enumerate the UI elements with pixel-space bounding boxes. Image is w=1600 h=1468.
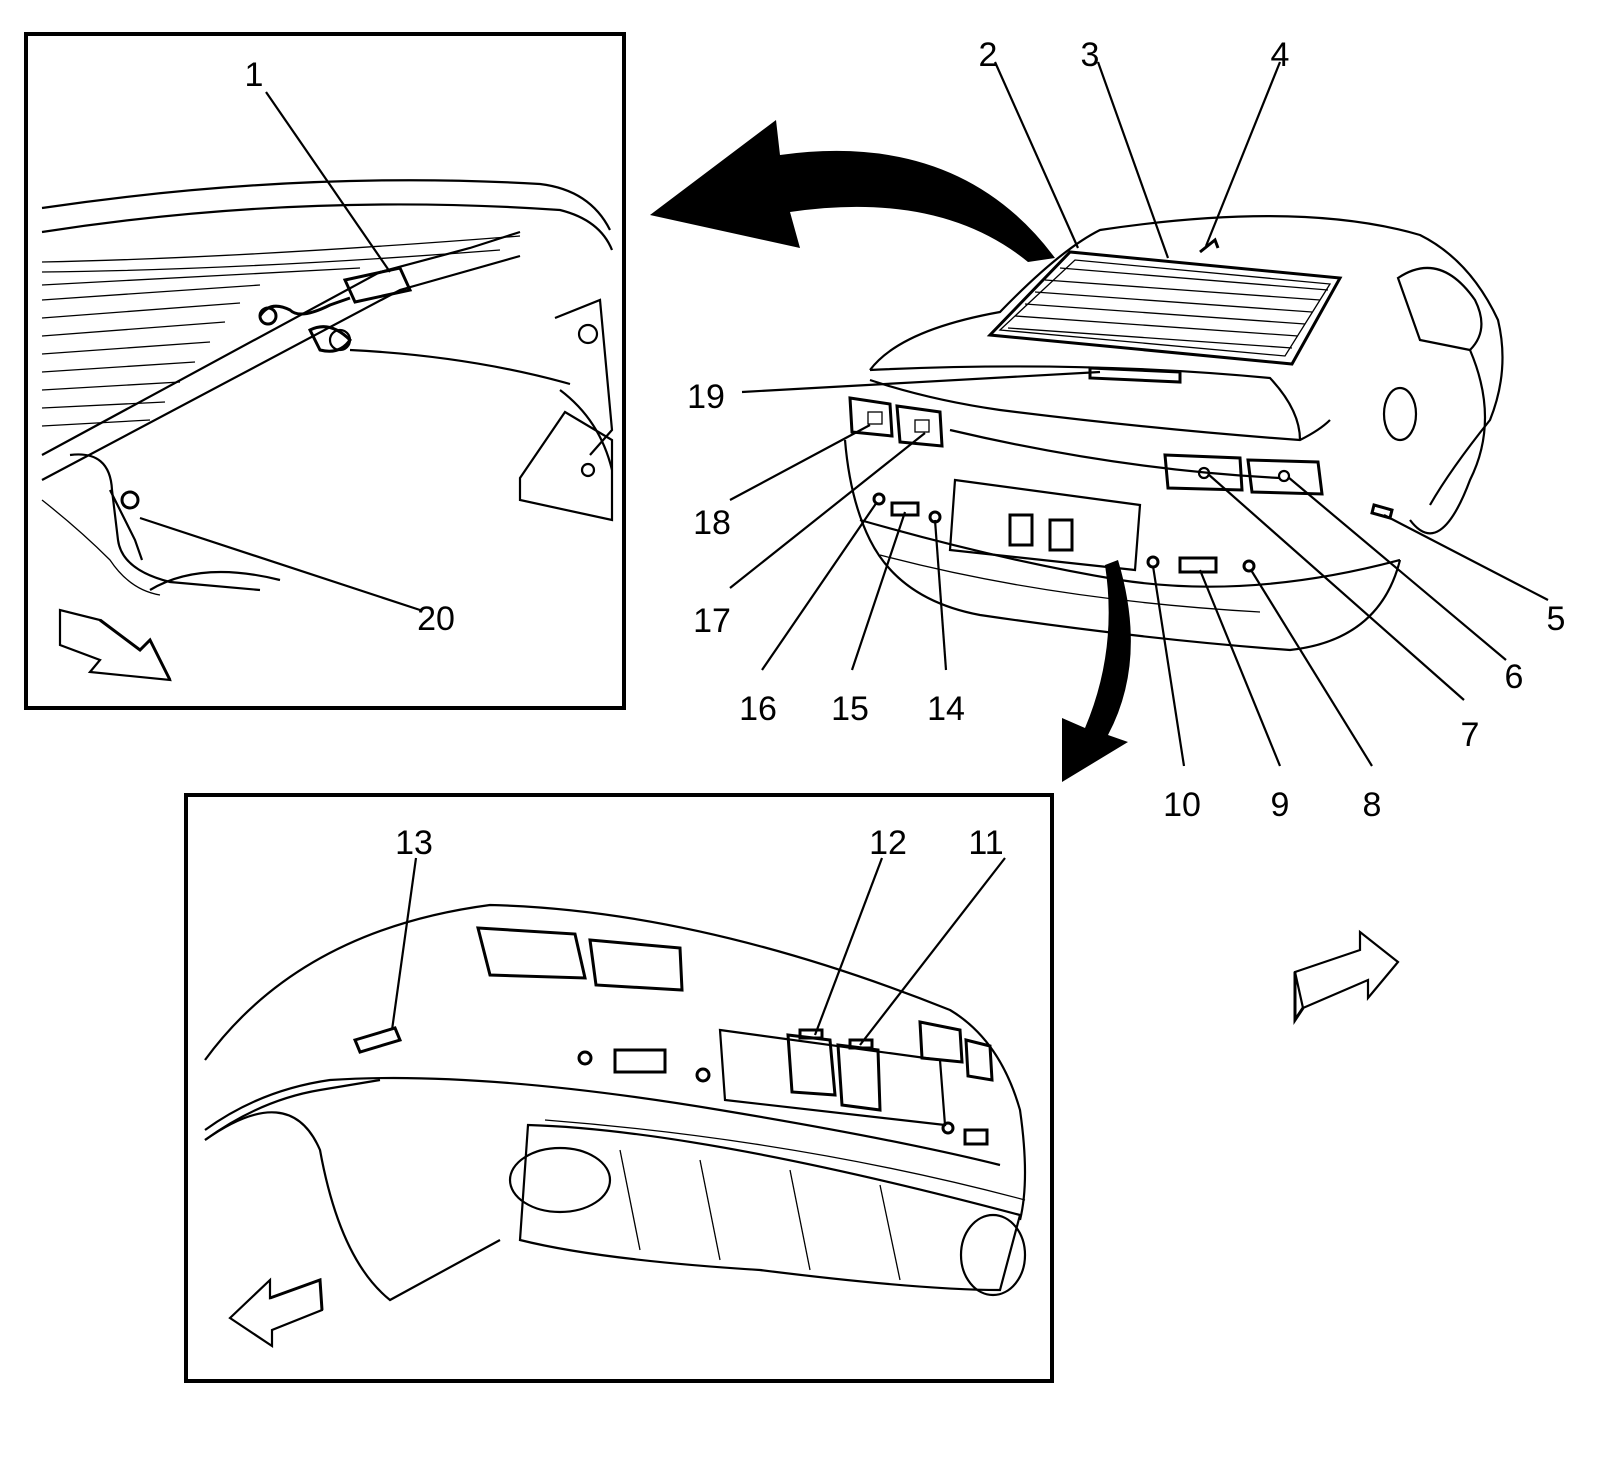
callout-8: 8 <box>1363 786 1382 824</box>
callout-labels: 1 2 3 4 5 6 7 8 9 10 11 12 13 14 15 16 1… <box>245 36 1566 862</box>
callout-4: 4 <box>1271 36 1290 74</box>
callout-9: 9 <box>1271 786 1290 824</box>
callout-5: 5 <box>1547 600 1566 638</box>
backup-lamp-right <box>1178 556 1218 574</box>
callout-1: 1 <box>245 56 264 94</box>
curved-arrow-to-top-inset <box>650 120 1055 262</box>
right-tail-lamps <box>1163 453 1324 496</box>
rear-window <box>986 250 1343 366</box>
rear-diffuser <box>508 1119 1027 1297</box>
orientation-arrow-left <box>228 1277 324 1349</box>
callout-7: 7 <box>1461 716 1480 754</box>
callout-10: 10 <box>1163 786 1201 824</box>
callout-15: 15 <box>831 690 869 728</box>
callout-20: 20 <box>417 600 455 638</box>
orientation-arrow-front <box>58 608 172 682</box>
vehicle-rear-overview <box>650 120 1504 782</box>
antenna <box>1199 237 1220 254</box>
orientation-arrow-right <box>1293 929 1400 1025</box>
high-mount-stop-lamp <box>1088 366 1182 384</box>
license-lamps <box>786 1028 882 1112</box>
left-tail-lamps <box>848 396 944 448</box>
fastener-right-inner <box>1146 555 1160 569</box>
wiring-harness <box>69 453 281 592</box>
callout-12: 12 <box>869 824 907 862</box>
high-mount-stop-lamp-assembly <box>258 266 413 353</box>
inset-panel-top-left <box>24 32 626 710</box>
callout-3: 3 <box>1081 36 1100 74</box>
callout-19: 19 <box>687 378 725 416</box>
leader-lines <box>139 61 1549 1046</box>
callout-16: 16 <box>739 690 777 728</box>
callout-11: 11 <box>968 824 1003 862</box>
rear-glass-hatching <box>41 284 261 427</box>
callout-13: 13 <box>395 824 433 862</box>
curved-arrow-to-bottom-inset <box>1062 560 1131 782</box>
callout-14: 14 <box>927 690 965 728</box>
callout-17: 17 <box>693 602 731 640</box>
rear-side-marker <box>1370 503 1394 520</box>
bumper-inset-side-marker <box>352 1026 403 1054</box>
inset-panel-bumper <box>184 793 1054 1383</box>
callout-2: 2 <box>979 36 998 74</box>
fastener-left-outer <box>872 492 886 506</box>
callout-18: 18 <box>693 504 731 542</box>
fastener-right-outer <box>1242 559 1256 573</box>
callout-6: 6 <box>1505 658 1524 696</box>
bumper-inset-tail-lamps <box>476 926 994 1082</box>
